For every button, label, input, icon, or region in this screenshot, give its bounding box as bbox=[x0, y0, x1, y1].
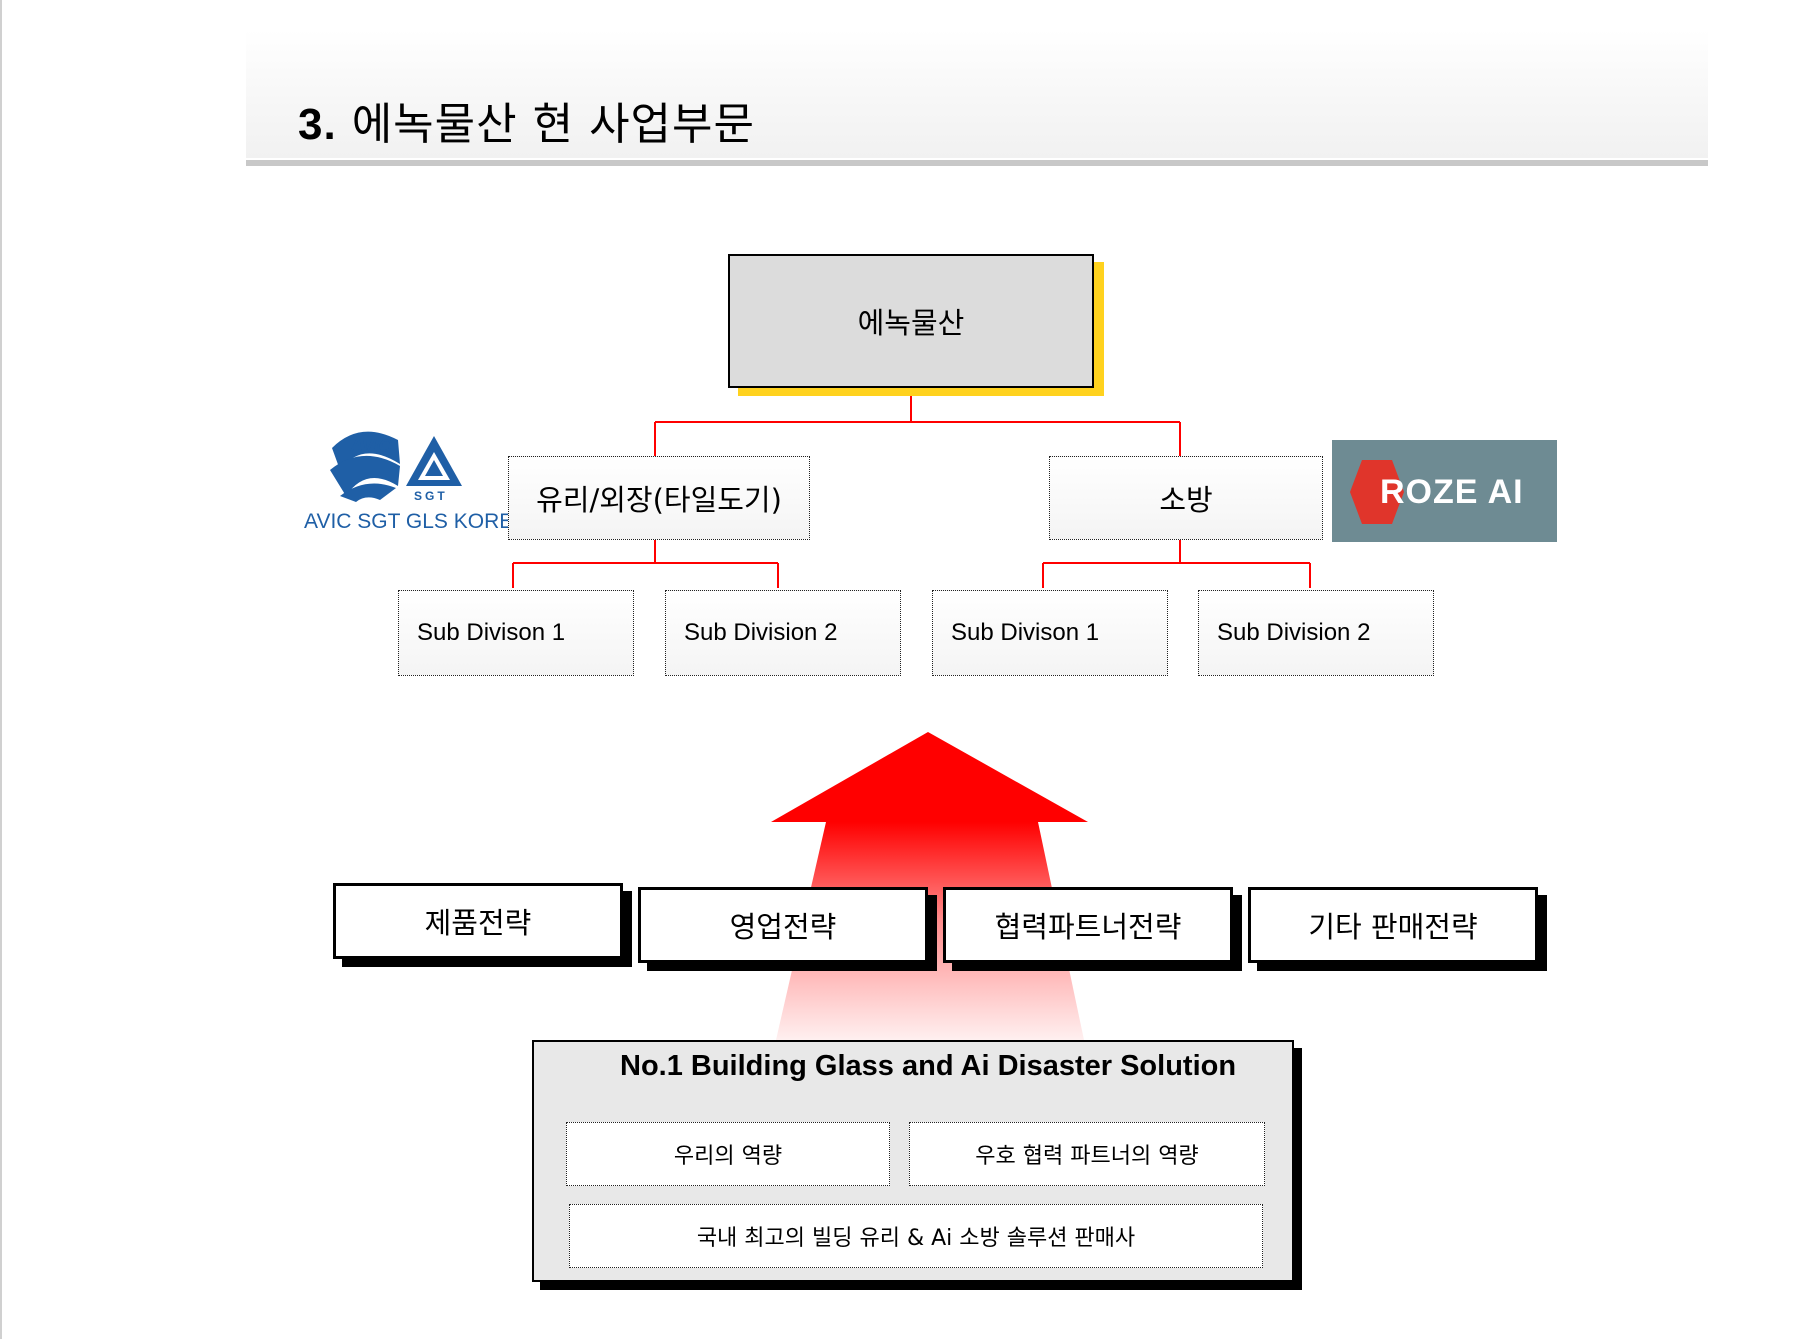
avic-mark: AVIC bbox=[349, 436, 393, 456]
avic-logo-text: AVIC SGT GLS KOREA bbox=[304, 510, 527, 533]
roze-hex-icon bbox=[1350, 460, 1404, 524]
left-page-edge bbox=[0, 0, 2, 1339]
strategy-partner-box: 협력파트너전략 bbox=[943, 887, 1233, 963]
sub-division-box: Sub Divison 1 bbox=[932, 590, 1168, 676]
strategy-label: 제품전략 bbox=[424, 906, 532, 940]
strategy-label: 영업전략 bbox=[729, 910, 837, 944]
sub-division-box: Sub Divison 1 bbox=[398, 590, 634, 676]
header-divider bbox=[246, 160, 1708, 166]
sub-division-box: Sub Division 2 bbox=[665, 590, 901, 676]
sgt-mark: SGT bbox=[414, 489, 448, 503]
positioning-label: 국내 최고의 빌딩 유리 & Ai 소방 솔루션 판매사 bbox=[696, 1226, 1136, 1251]
roze-logo-text: ROZE AI bbox=[1380, 473, 1524, 511]
sgt-triangle-icon: SGT bbox=[406, 436, 462, 503]
sub-division-label: Sub Divison 1 bbox=[417, 619, 566, 646]
division-fire-box: 소방 bbox=[1049, 456, 1323, 540]
org-top-box: 에녹물산 bbox=[728, 254, 1094, 388]
sub-division-box: Sub Division 2 bbox=[1198, 590, 1434, 676]
up-arrow bbox=[771, 732, 1088, 1040]
division-fire-label: 소방 bbox=[1159, 483, 1213, 517]
org-top-label: 에녹물산 bbox=[857, 306, 965, 340]
capability-box: 우리의 역량 bbox=[566, 1122, 890, 1186]
avic-wave-icon: AVIC bbox=[330, 431, 400, 502]
roze-ai-logo: ROZE AI bbox=[1332, 440, 1557, 542]
capability-box: 우호 협력 파트너의 역량 bbox=[909, 1122, 1265, 1186]
strategy-label: 기타 판매전략 bbox=[1308, 910, 1478, 944]
sub-division-label: Sub Division 2 bbox=[684, 619, 838, 646]
avic-sgt-logo: AVIC SGT AVIC SGT GLS KOREA bbox=[304, 431, 527, 533]
foundation-title: No.1 Building Glass and Ai Disaster Solu… bbox=[620, 1050, 1237, 1082]
section-title: 에녹물산 현 사업부문 bbox=[351, 99, 755, 150]
page-title: 3. 에녹물산 현 사업부문 bbox=[298, 88, 755, 152]
division-glass-label: 유리/외장(타일도기) bbox=[536, 483, 782, 517]
sub-division-label: Sub Divison 1 bbox=[951, 619, 1100, 646]
strategy-product-box: 제품전략 bbox=[333, 883, 623, 959]
sub-division-label: Sub Division 2 bbox=[1217, 619, 1371, 646]
org-connectors bbox=[512, 388, 1311, 588]
header-band bbox=[246, 30, 1708, 158]
strategy-label: 협력파트너전략 bbox=[994, 910, 1182, 944]
section-number: 3. bbox=[298, 100, 337, 149]
strategy-sales-box: 영업전략 bbox=[638, 887, 928, 963]
capability-label: 우호 협력 파트너의 역량 bbox=[975, 1144, 1199, 1169]
positioning-box: 국내 최고의 빌딩 유리 & Ai 소방 솔루션 판매사 bbox=[569, 1204, 1263, 1268]
strategy-other-box: 기타 판매전략 bbox=[1248, 887, 1538, 963]
capability-label: 우리의 역량 bbox=[673, 1144, 783, 1169]
division-glass-box: 유리/외장(타일도기) bbox=[508, 456, 810, 540]
